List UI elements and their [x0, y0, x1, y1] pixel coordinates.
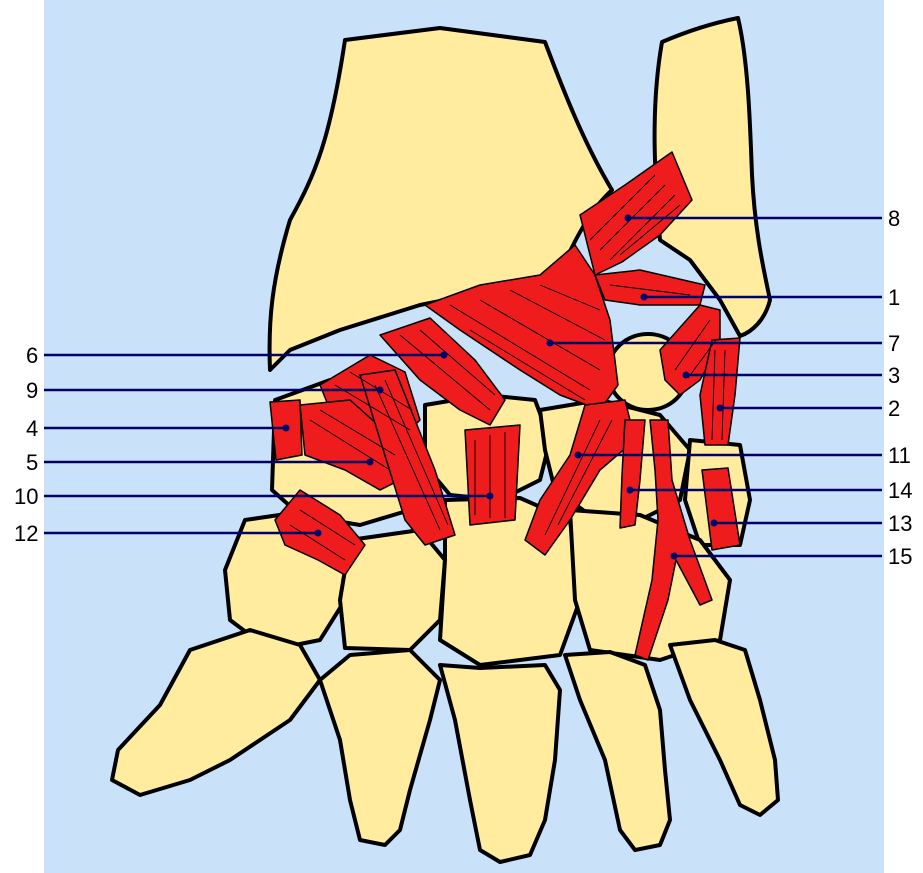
- label-13: 13: [888, 511, 912, 536]
- label-5: 5: [26, 450, 38, 475]
- label-9: 9: [26, 378, 38, 403]
- label-12: 12: [14, 521, 38, 546]
- label-10: 10: [14, 484, 38, 509]
- label-7: 7: [888, 331, 900, 356]
- label-11: 11: [888, 443, 911, 468]
- label-6: 6: [26, 343, 38, 368]
- label-15: 15: [888, 544, 912, 569]
- ligament-10: [465, 425, 520, 525]
- label-3: 3: [888, 363, 900, 388]
- label-1: 1: [888, 285, 900, 310]
- label-8: 8: [888, 206, 900, 231]
- label-4: 4: [26, 416, 38, 441]
- label-14: 14: [888, 478, 912, 503]
- label-2: 2: [888, 396, 900, 421]
